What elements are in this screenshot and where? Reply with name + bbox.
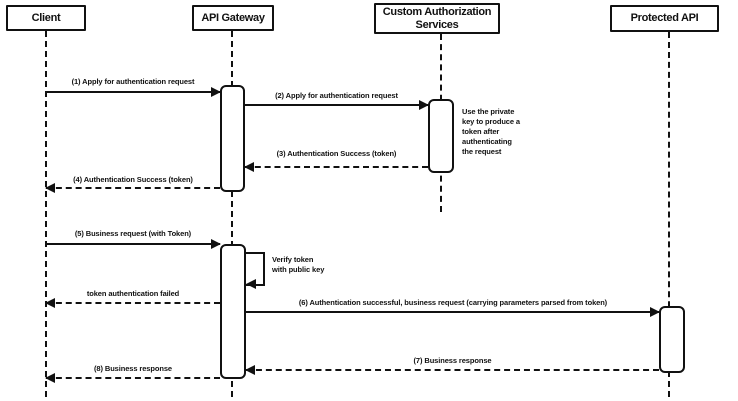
- message-6-label: (6) Authentication successful, business …: [298, 298, 608, 307]
- message-7-arrow: [245, 365, 659, 375]
- activation-protected-api: [659, 306, 685, 373]
- lifeline-api-gateway: [231, 31, 233, 397]
- self-message-arrowhead: [246, 279, 256, 289]
- participant-protected-api-label: Protected API: [630, 12, 699, 24]
- message-fail-label: token authentication failed: [86, 289, 180, 298]
- message-2-arrow: [245, 100, 429, 110]
- message-5-arrow: [46, 239, 221, 249]
- message-2-label: (2) Apply for authentication request: [275, 91, 398, 100]
- note-private-key: Use the private key to produce a token a…: [462, 107, 521, 156]
- activation-custom-auth: [428, 99, 454, 173]
- message-5-label: (5) Business request (with Token): [74, 229, 192, 238]
- message-3-arrow: [244, 162, 428, 172]
- message-8-label: (8) Business response: [94, 364, 172, 373]
- self-message-verify-token-label: Verify token with public key: [272, 255, 325, 274]
- activation-api-gateway-auth: [220, 85, 245, 192]
- message-7-label: (7) Business response: [413, 356, 492, 365]
- participant-client: Client: [6, 5, 86, 31]
- message-fail-arrow: [45, 298, 220, 308]
- lifeline-protected-api: [668, 32, 670, 397]
- participant-api-gateway: API Gateway: [192, 5, 274, 31]
- participant-api-gateway-label: API Gateway: [201, 11, 265, 24]
- participant-custom-auth: Custom Authorization Services: [374, 3, 500, 34]
- activation-api-gateway-business: [220, 244, 246, 379]
- message-4-arrow: [45, 183, 220, 193]
- participant-client-label: Client: [31, 11, 61, 24]
- participant-custom-auth-label: Custom Authorization Services: [382, 5, 492, 31]
- message-6-arrow: [246, 307, 660, 317]
- message-8-arrow: [45, 373, 220, 383]
- message-1-arrow: [46, 87, 221, 97]
- lifeline-client: [45, 31, 47, 397]
- message-3-label: (3) Authentication Success (token): [276, 149, 397, 158]
- message-1-label: (1) Apply for authentication request: [71, 77, 195, 86]
- participant-protected-api: Protected API: [610, 5, 719, 32]
- message-4-label: (4) Authentication Success (token): [73, 175, 193, 184]
